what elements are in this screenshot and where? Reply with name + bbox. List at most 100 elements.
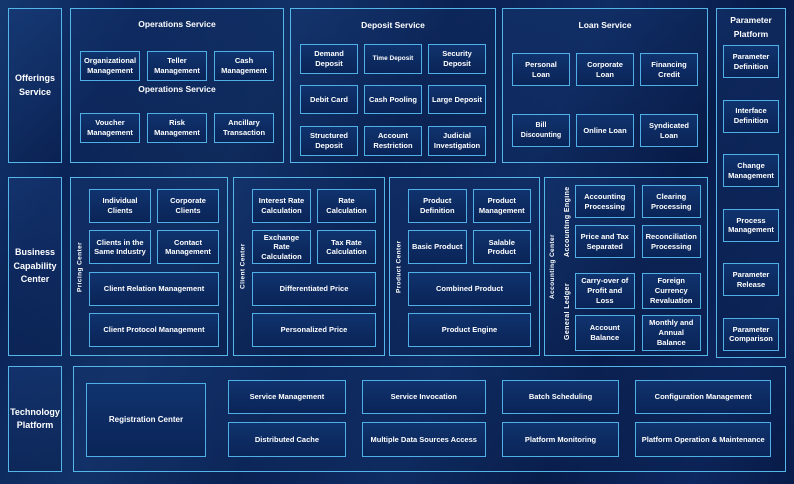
- box-cash-management: Cash Management: [214, 51, 274, 81]
- box-price-and-tax-separated: Price and Tax Separated: [575, 225, 635, 258]
- box-basic-product: Basic Product: [408, 230, 467, 265]
- parameter-platform-title: Parameter Platform: [730, 15, 772, 39]
- operations-service-title: Operations Service: [138, 19, 216, 29]
- operations-row-2: Voucher Management Risk Management Ancil…: [80, 113, 274, 143]
- box-large-deposit: Large Deposit: [428, 84, 486, 115]
- box-service-invocation: Service Invocation: [361, 380, 486, 414]
- box-demand-deposit: Demand Deposit: [300, 44, 358, 74]
- box-corporate-loan: Corporate Loan: [576, 53, 634, 86]
- box-online-loan: Online Loan: [576, 114, 634, 147]
- pricing-row-1: Individual Clients Corporate Clients: [89, 189, 219, 223]
- box-foreign-currency-revaluation: Foreign Currency Revaluation: [641, 273, 701, 309]
- deposit-service-group: Deposit Service Demand Deposit Time Depo…: [290, 8, 496, 163]
- deposit-row-1: Demand Deposit Time Deposit Security Dep…: [300, 44, 486, 74]
- operations-service-subtitle: Operations Service: [138, 84, 216, 94]
- box-reconciliation-processing: Reconciliation Processing: [641, 225, 701, 258]
- box-platform-operation-maintenance: Platform Operation & Maintenance: [635, 422, 771, 457]
- deposit-row-3: Structured Deposit Account Restriction J…: [300, 126, 486, 156]
- box-service-management: Service Management: [228, 380, 346, 414]
- box-parameter-comparison: Parameter Comparison: [723, 317, 779, 351]
- product-center-group: Product Center Product Definition Produc…: [389, 177, 540, 356]
- box-syndicated-loan: Syndicated Loan: [640, 114, 698, 147]
- box-monthly-annual-balance: Monthly and Annual Balance: [641, 315, 701, 351]
- box-configuration-management: Configuration Management: [635, 380, 771, 414]
- box-account-balance: Account Balance: [575, 315, 635, 351]
- box-salable-product: Salable Product: [472, 230, 531, 265]
- box-personal-loan: Personal Loan: [512, 53, 570, 86]
- accounting-engine-section: Accounting Engine Accounting Processing …: [560, 185, 701, 258]
- client-center-group: Client Center Interest Rate Calculation …: [233, 177, 385, 356]
- general-ledger-section: General Ledger Carry-over of Profit and …: [560, 273, 701, 351]
- box-differentiated-price: Differentiated Price: [252, 271, 376, 306]
- box-contact-management: Contact Management: [157, 230, 219, 265]
- box-platform-monitoring: Platform Monitoring: [501, 422, 620, 457]
- product-center-content: Product Definition Product Management Ba…: [408, 178, 539, 355]
- loan-service-title: Loan Service: [578, 20, 632, 30]
- pricing-center-content: Individual Clients Corporate Clients Cli…: [89, 178, 227, 355]
- box-financing-credit: Financing Credit: [640, 53, 698, 86]
- accounting-engine-label: Accounting Engine: [564, 186, 571, 257]
- box-change-management: Change Management: [723, 154, 779, 188]
- general-ledger-label: General Ledger: [564, 283, 571, 341]
- parameter-platform-items: Parameter Definition Interface Definitio…: [723, 41, 779, 351]
- box-product-management: Product Management: [472, 189, 531, 223]
- box-process-management: Process Management: [723, 208, 779, 242]
- operations-row-1: Organizational Management Teller Managem…: [80, 51, 274, 81]
- client-row-1: Interest Rate Calculation Rate Calculati…: [252, 189, 376, 223]
- deposit-row-2: Debit Card Cash Pooling Large Deposit: [300, 84, 486, 115]
- box-combined-product: Combined Product: [408, 271, 531, 306]
- box-client-relation-management: Client Relation Management: [89, 271, 219, 306]
- parameter-platform-group: Parameter Platform Parameter Definition …: [716, 8, 786, 358]
- pricing-row-2: Clients in the Same Industry Contact Man…: [89, 230, 219, 265]
- box-structured-deposit: Structured Deposit: [300, 126, 358, 156]
- box-rate-calculation: Rate Calculation: [317, 189, 376, 223]
- box-product-engine: Product Engine: [408, 312, 531, 347]
- general-ledger-grid: Carry-over of Profit and Loss Foreign Cu…: [575, 273, 701, 351]
- box-cash-pooling: Cash Pooling: [364, 84, 422, 115]
- operations-service-group: Operations Service Organizational Manage…: [70, 8, 284, 163]
- box-corporate-clients: Corporate Clients: [157, 189, 219, 223]
- technology-platform-group: Registration Center Service Management S…: [73, 366, 786, 472]
- deposit-service-title: Deposit Service: [361, 19, 425, 30]
- product-center-label: Product Center: [395, 240, 403, 293]
- accounting-engine-grid: Accounting Processing Clearing Processin…: [575, 185, 701, 258]
- accounting-center-group: Accounting Center Accounting Engine Acco…: [544, 177, 708, 356]
- box-parameter-definition: Parameter Definition: [723, 45, 779, 78]
- loan-row-1: Personal Loan Corporate Loan Financing C…: [512, 53, 698, 86]
- loan-row-2: Bill Discounting Online Loan Syndicated …: [512, 114, 698, 147]
- pricing-center-group: Pricing Center Individual Clients Corpor…: [70, 177, 228, 356]
- box-registration-center: Registration Center: [86, 383, 206, 457]
- box-tax-rate-calculation: Tax Rate Calculation: [317, 230, 376, 265]
- client-center-label: Client Center: [239, 243, 247, 290]
- box-debit-card: Debit Card: [300, 84, 358, 115]
- loan-service-group: Loan Service Personal Loan Corporate Loa…: [502, 8, 708, 163]
- pricing-center-label: Pricing Center: [76, 241, 84, 292]
- box-ancillary-transaction: Ancillary Transaction: [214, 113, 274, 143]
- client-row-2: Exchange Rate Calculation Tax Rate Calcu…: [252, 230, 376, 265]
- box-security-deposit: Security Deposit: [428, 44, 486, 74]
- box-time-deposit: Time Deposit: [364, 44, 422, 74]
- box-risk-management: Risk Management: [147, 113, 207, 143]
- box-organizational-management: Organizational Management: [80, 51, 140, 81]
- accounting-center-content: Accounting Engine Accounting Processing …: [560, 178, 701, 355]
- box-product-definition: Product Definition: [408, 189, 467, 223]
- accounting-center-label: Accounting Center: [549, 234, 556, 299]
- box-parameter-release: Parameter Release: [723, 263, 779, 297]
- technology-grid: Service Management Service Invocation Ba…: [228, 380, 771, 458]
- box-carry-over-profit-loss: Carry-over of Profit and Loss: [575, 273, 635, 309]
- box-interest-rate-calculation: Interest Rate Calculation: [252, 189, 311, 223]
- product-row-1: Product Definition Product Management: [408, 189, 531, 223]
- technology-platform-label: Technology Platform: [8, 366, 62, 472]
- box-judicial-investigation: Judicial Investigation: [428, 126, 486, 156]
- box-batch-scheduling: Batch Scheduling: [501, 380, 620, 414]
- box-bill-discounting: Bill Discounting: [512, 114, 570, 147]
- box-voucher-management: Voucher Management: [80, 113, 140, 143]
- box-accounting-processing: Accounting Processing: [575, 185, 635, 218]
- box-clients-same-industry: Clients in the Same Industry: [89, 230, 151, 265]
- box-distributed-cache: Distributed Cache: [228, 422, 346, 457]
- box-account-restriction: Account Restriction: [364, 126, 422, 156]
- business-capability-center-label: Business Capability Center: [8, 177, 62, 356]
- box-teller-management: Teller Management: [147, 51, 207, 81]
- product-row-2: Basic Product Salable Product: [408, 230, 531, 265]
